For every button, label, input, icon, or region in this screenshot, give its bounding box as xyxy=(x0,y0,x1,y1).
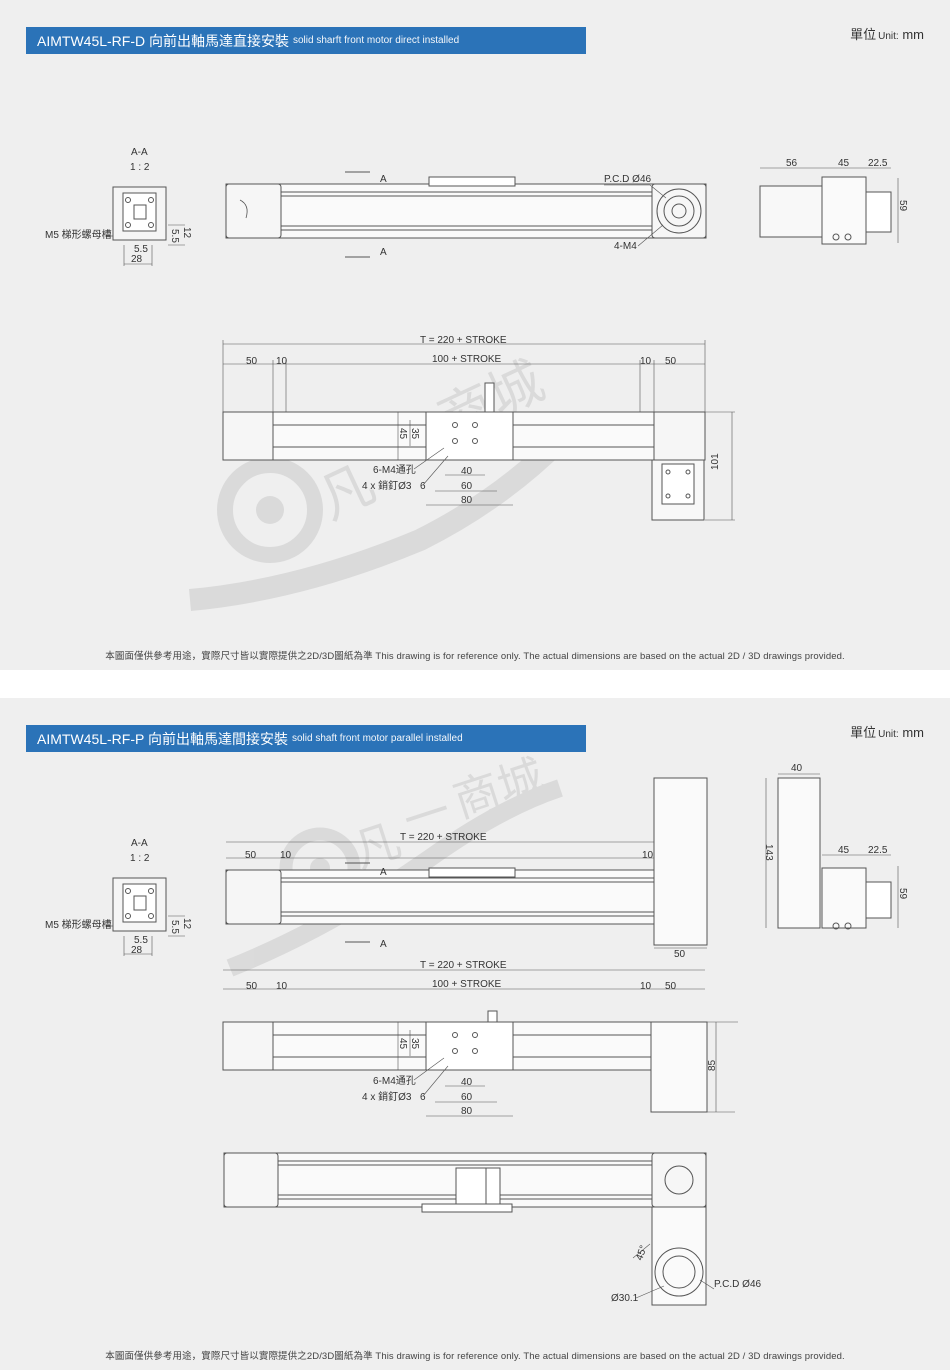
svg-text:50: 50 xyxy=(674,949,686,960)
diameter-label: Ø30.1 xyxy=(611,1293,639,1304)
svg-text:45: 45 xyxy=(838,845,850,856)
side-view: 40 143 45 22.5 59 xyxy=(763,763,908,930)
svg-text:40: 40 xyxy=(791,763,803,774)
svg-text:1 : 2: 1 : 2 xyxy=(130,853,150,864)
svg-text:10: 10 xyxy=(640,356,652,367)
m4-label: 4-M4 xyxy=(614,241,637,252)
svg-text:4 x 銷釘Ø3: 4 x 銷釘Ø3 xyxy=(362,1090,412,1103)
drawing-panel-parallel: AIMTW45L-RF-P 向前出軸馬達間接安裝 solid shaft fro… xyxy=(0,698,950,1370)
svg-text:10: 10 xyxy=(280,850,292,861)
side-view: 56 45 22.5 59 xyxy=(759,158,908,245)
svg-text:50: 50 xyxy=(246,356,258,367)
svg-text:45: 45 xyxy=(397,428,408,440)
technical-drawing-direct: 凡 一 商城 A-A 1 : 2 M5 梯形螺母槽 5.5 28 5.5 12 xyxy=(45,147,908,611)
svg-text:50: 50 xyxy=(665,356,677,367)
svg-text:60: 60 xyxy=(461,481,473,492)
panel-title-bar: AIMTW45L-RF-P 向前出軸馬達間接安裝 solid shaft fro… xyxy=(26,725,586,752)
svg-text:12: 12 xyxy=(181,227,192,239)
cut-a-top: A xyxy=(380,174,387,185)
top-view: A A P.C.D Ø46 4-M4 xyxy=(225,171,707,258)
svg-text:85: 85 xyxy=(707,1059,718,1071)
svg-text:101: 101 xyxy=(710,453,721,470)
svg-text:10: 10 xyxy=(640,981,652,992)
svg-text:60: 60 xyxy=(461,1092,473,1103)
section-name: A-A xyxy=(131,147,148,158)
panel-title-bar: AIMTW45L-RF-D 向前出軸馬達直接安裝 solid sharft fr… xyxy=(26,27,586,54)
slot-label: M5 梯形螺母槽 xyxy=(45,918,112,931)
svg-text:6-M4通孔: 6-M4通孔 xyxy=(373,1075,416,1087)
panel-title: AIMTW45L-RF-D 向前出軸馬達直接安裝 xyxy=(37,32,289,49)
svg-text:22.5: 22.5 xyxy=(868,158,888,169)
svg-text:A-A: A-A xyxy=(131,838,148,849)
pins-label: 4 x 銷釘Ø3 xyxy=(362,479,412,492)
svg-text:56: 56 xyxy=(786,158,798,169)
svg-text:T = 220 + STROKE: T = 220 + STROKE xyxy=(420,960,507,971)
panel-title: AIMTW45L-RF-P 向前出軸馬達間接安裝 xyxy=(37,730,288,747)
bottom-view: 45° Ø30.1 P.C.D Ø46 xyxy=(223,1152,761,1306)
svg-text:59: 59 xyxy=(897,200,908,212)
disclaimer-note: 本圖面僅供參考用途，實際尺寸皆以實際提供之2D/3D圖紙為準 This draw… xyxy=(105,651,845,662)
svg-text:6: 6 xyxy=(420,1092,426,1103)
section-scale: 1 : 2 xyxy=(130,162,150,173)
cut-a-bottom: A xyxy=(380,247,387,258)
svg-text:35: 35 xyxy=(409,428,420,440)
svg-text:10: 10 xyxy=(642,850,654,861)
svg-text:40: 40 xyxy=(461,1077,473,1088)
svg-text:28: 28 xyxy=(131,254,143,265)
svg-text:5.5: 5.5 xyxy=(169,229,180,243)
front-view: T = 220 + STROKE 100 + STROKE 50 10 10 5… xyxy=(222,335,735,521)
pcd-label: P.C.D Ø46 xyxy=(714,1279,761,1290)
svg-text:5.5: 5.5 xyxy=(134,935,148,946)
svg-text:T = 220 + STROKE: T = 220 + STROKE xyxy=(400,832,487,843)
disclaimer-note: 本圖面僅供參考用途，實際尺寸皆以實際提供之2D/3D圖紙為準 This draw… xyxy=(105,1351,845,1362)
svg-text:12: 12 xyxy=(181,918,192,930)
svg-text:A: A xyxy=(380,867,387,878)
angle-label: 45° xyxy=(634,1244,650,1262)
section-view-aa: A-A 1 : 2 M5 梯形螺母槽 5.5 28 5.5 12 xyxy=(45,838,192,956)
svg-text:143: 143 xyxy=(763,844,774,861)
t-stroke: T = 220 + STROKE xyxy=(420,335,507,346)
svg-text:商城: 商城 xyxy=(447,750,551,828)
svg-text:45: 45 xyxy=(397,1038,408,1050)
svg-text:50: 50 xyxy=(665,981,677,992)
slot-label: M5 梯形螺母槽 xyxy=(45,228,112,241)
svg-text:40: 40 xyxy=(461,466,473,477)
svg-text:35: 35 xyxy=(409,1038,420,1050)
svg-text:10: 10 xyxy=(276,356,288,367)
panel-subtitle: solid sharft front motor direct installe… xyxy=(293,35,460,46)
svg-text:59: 59 xyxy=(897,888,908,900)
svg-text:80: 80 xyxy=(461,1106,473,1117)
drawing-panel-direct: AIMTW45L-RF-D 向前出軸馬達直接安裝 solid sharft fr… xyxy=(0,0,950,670)
section-view-aa: A-A 1 : 2 M5 梯形螺母槽 5.5 28 5.5 12 xyxy=(45,147,192,266)
holes-label: 6-M4通孔 xyxy=(373,464,416,476)
svg-text:10: 10 xyxy=(276,981,288,992)
technical-drawing-parallel: 凡 一 商城 A-A 1 : 2 M5 梯形螺母槽 5.5 28 5.5 12 xyxy=(45,750,908,1306)
svg-text:A: A xyxy=(380,939,387,950)
panel-subtitle: solid shaft front motor parallel install… xyxy=(291,733,463,744)
svg-text:28: 28 xyxy=(131,945,143,956)
svg-text:100 + STROKE: 100 + STROKE xyxy=(432,979,502,990)
svg-text:50: 50 xyxy=(245,850,257,861)
svg-text:50: 50 xyxy=(246,981,258,992)
pcd-label: P.C.D Ø46 xyxy=(604,174,651,185)
svg-text:45: 45 xyxy=(838,158,850,169)
front-view: T = 220 + STROKE 100 + STROKE 50 10 10 5… xyxy=(222,960,738,1117)
top-view: T = 220 + STROKE 50 10 10 A A 50 xyxy=(225,777,708,960)
svg-text:22.5: 22.5 xyxy=(868,845,888,856)
svg-text:80: 80 xyxy=(461,495,473,506)
stroke: 100 + STROKE xyxy=(432,354,502,365)
svg-text:5.5: 5.5 xyxy=(134,244,148,255)
svg-text:6: 6 xyxy=(420,481,426,492)
svg-text:5.5: 5.5 xyxy=(169,920,180,934)
